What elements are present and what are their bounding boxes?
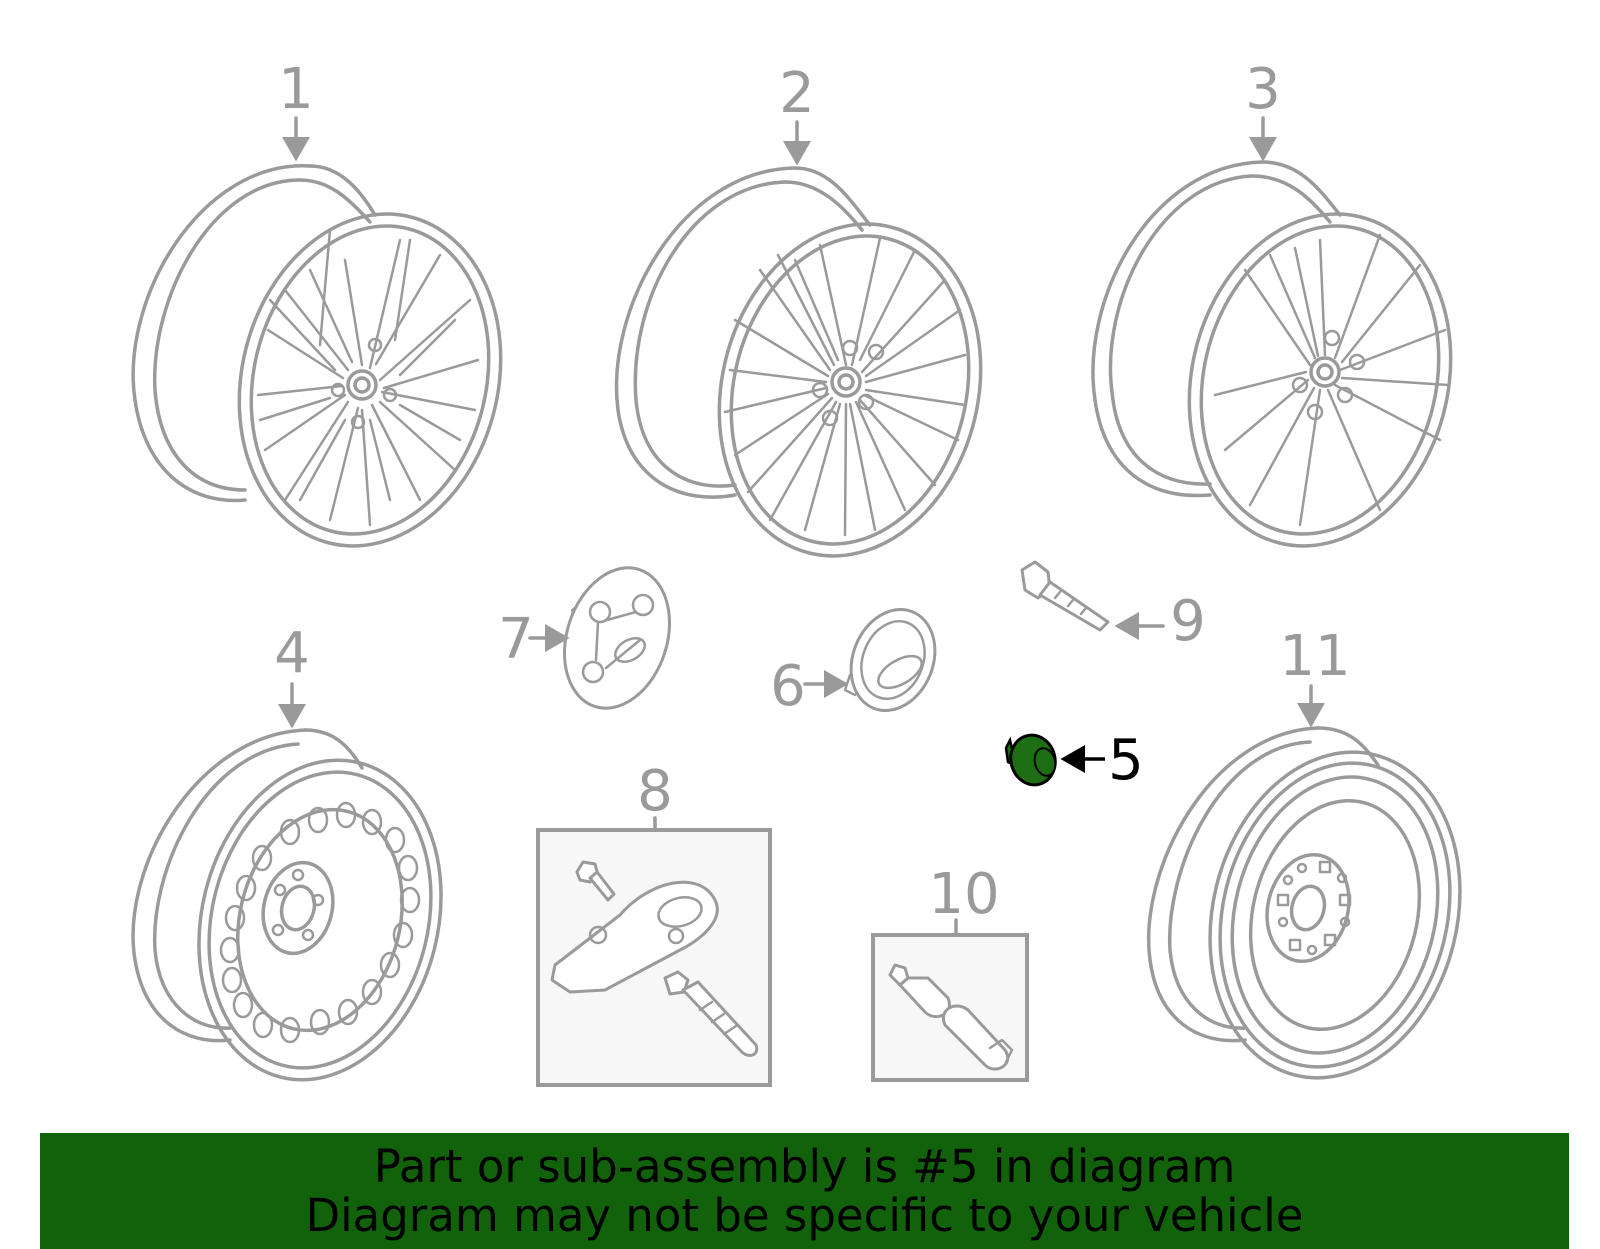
callout-2: 2 — [779, 61, 815, 126]
part-10-valve-kit[interactable]: 10 — [871, 862, 1029, 1082]
part-11-steel-wheel[interactable]: 11 — [1147, 624, 1494, 1105]
callout-1: 1 — [278, 57, 314, 122]
part-4-steel-wheel[interactable]: 4 — [131, 621, 474, 1106]
callout-11: 11 — [1279, 624, 1350, 689]
callout-4: 4 — [274, 621, 310, 686]
part-5-highlighted[interactable]: 5 — [1004, 728, 1144, 793]
banner-line-2: Diagram may not be specific to your vehi… — [305, 1189, 1304, 1242]
callout-3: 3 — [1245, 57, 1281, 122]
part-7-center-cap[interactable]: 7 — [498, 554, 687, 722]
part-8-tpms-sensor-kit[interactable]: 8 — [536, 759, 772, 1087]
part-9-wheel-stud[interactable]: 9 — [1020, 560, 1206, 654]
part-3-alloy-wheel[interactable]: 3 — [1091, 57, 1485, 574]
part-6-center-cap[interactable]: 6 — [770, 597, 949, 723]
part-1-alloy-wheel[interactable]: 1 — [131, 57, 535, 574]
info-banner: Part or sub-assembly is #5 in diagram Di… — [40, 1133, 1569, 1249]
callout-10: 10 — [928, 862, 999, 927]
callout-9: 9 — [1170, 589, 1206, 654]
callout-6: 6 — [770, 654, 806, 719]
callout-8: 8 — [637, 759, 673, 824]
callout-5: 5 — [1108, 728, 1144, 793]
part-2-alloy-wheel[interactable]: 2 — [614, 61, 1015, 584]
callout-7: 7 — [498, 607, 534, 672]
banner-line-1: Part or sub-assembly is #5 in diagram — [373, 1140, 1236, 1193]
